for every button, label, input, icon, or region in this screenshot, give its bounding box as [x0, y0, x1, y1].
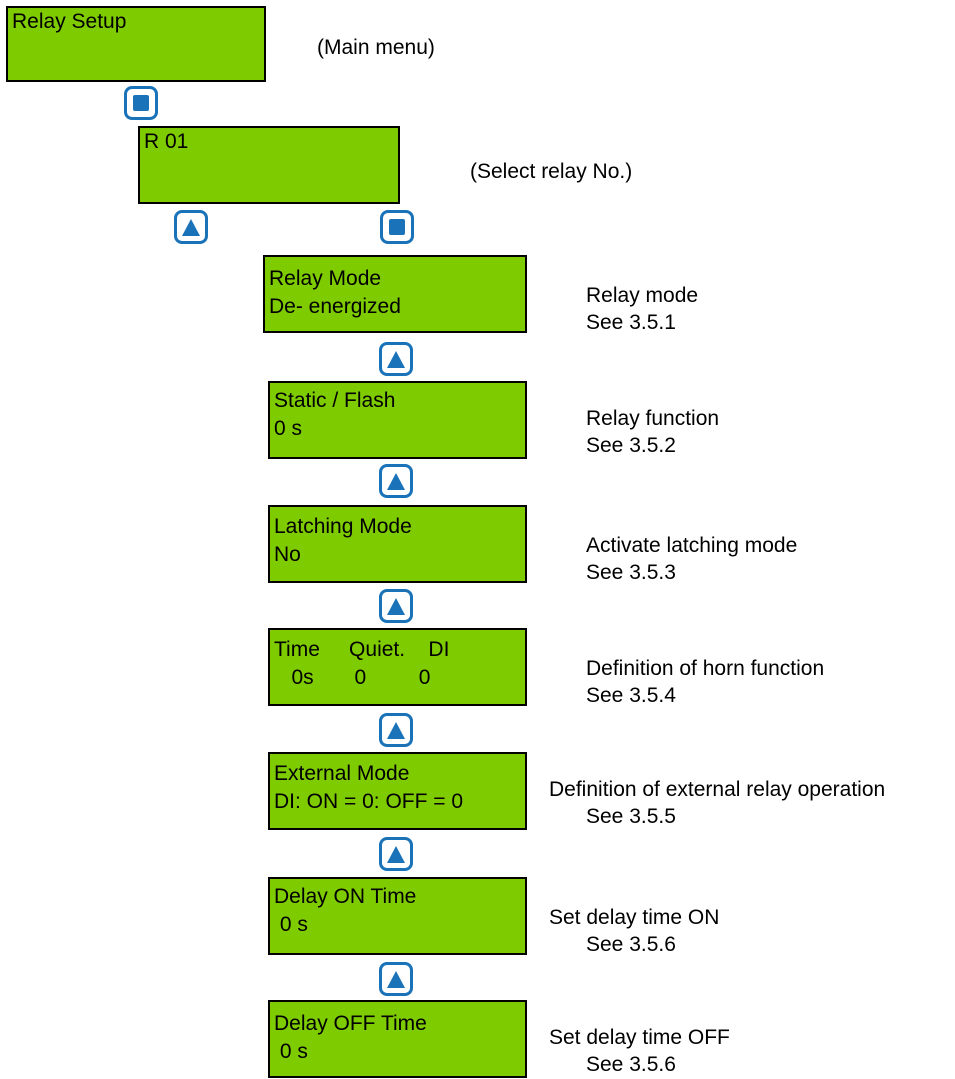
lcd-display-relay-mode: Relay Mode De- energized: [263, 255, 527, 333]
lcd-display-external-mode: External Mode DI: ON = 0: OFF = 0: [268, 752, 527, 830]
lcd-line-1: Time Quiet. DI: [274, 638, 450, 661]
triangle-up-icon: [387, 598, 405, 615]
up-arrow-key-icon[interactable]: [379, 589, 413, 623]
lcd-display-relay-number: R 01: [138, 126, 400, 204]
step-note-title: Set delay time OFF: [549, 1026, 730, 1049]
step-note-reference: See 3.5.4: [586, 684, 676, 707]
lcd-line-2: 0 s: [274, 1040, 308, 1063]
step-note-title: Set delay time ON: [549, 906, 720, 929]
up-arrow-key-icon[interactable]: [174, 210, 208, 244]
triangle-up-icon: [387, 846, 405, 863]
triangle-up-icon: [387, 722, 405, 739]
lcd-display-horn-function: Time Quiet. DI 0s 0 0: [268, 628, 527, 706]
step-note-reference: See 3.5.1: [586, 311, 676, 334]
lcd-line-1: Relay Setup: [12, 10, 127, 33]
triangle-up-icon: [387, 473, 405, 490]
step-note-title: Definition of external relay operation: [549, 778, 886, 801]
enter-key-icon[interactable]: [124, 86, 158, 120]
up-arrow-key-icon[interactable]: [379, 713, 413, 747]
up-arrow-key-icon[interactable]: [379, 962, 413, 996]
square-icon: [389, 219, 405, 235]
step-note-title: Definition of horn function: [586, 657, 825, 680]
lcd-line-1: Delay OFF Time: [274, 1012, 427, 1035]
enter-key-icon[interactable]: [380, 210, 414, 244]
step-note-title: Activate latching mode: [586, 534, 798, 557]
lcd-display-latching-mode: Latching Mode No: [268, 505, 527, 583]
main-menu-note: (Main menu): [317, 36, 435, 59]
lcd-line-2: 0s 0 0: [274, 666, 431, 689]
lcd-line-1: Delay ON Time: [274, 885, 417, 908]
lcd-line-2: 0 s: [274, 913, 308, 936]
lcd-line-1: R 01: [144, 130, 189, 153]
step-note-reference: See 3.5.3: [586, 561, 676, 584]
step-note-reference: See 3.5.6: [586, 1053, 676, 1076]
up-arrow-key-icon[interactable]: [379, 342, 413, 376]
up-arrow-key-icon[interactable]: [379, 837, 413, 871]
triangle-up-icon: [387, 351, 405, 368]
lcd-display-relay-setup: Relay Setup: [6, 6, 266, 82]
step-note-reference: See 3.5.6: [586, 933, 676, 956]
step-note-reference: See 3.5.5: [586, 805, 676, 828]
up-arrow-key-icon[interactable]: [379, 464, 413, 498]
select-relay-note: (Select relay No.): [470, 160, 633, 183]
lcd-line-1: Relay Mode: [269, 267, 382, 290]
lcd-display-static-flash: Static / Flash 0 s: [268, 381, 527, 459]
lcd-line-2: 0 s: [274, 417, 303, 440]
square-icon: [133, 95, 149, 111]
lcd-display-delay-on-time: Delay ON Time 0 s: [268, 877, 527, 955]
step-note-title: Relay mode: [586, 284, 699, 307]
step-note-title: Relay function: [586, 407, 720, 430]
triangle-up-icon: [182, 219, 200, 236]
triangle-up-icon: [387, 971, 405, 988]
lcd-line-1: External Mode: [274, 762, 410, 785]
lcd-line-1: Static / Flash: [274, 389, 396, 412]
lcd-line-1: Latching Mode: [274, 515, 412, 538]
step-note-reference: See 3.5.2: [586, 434, 676, 457]
lcd-line-2: DI: ON = 0: OFF = 0: [274, 790, 464, 813]
lcd-display-delay-off-time: Delay OFF Time 0 s: [268, 1000, 527, 1078]
lcd-line-2: De- energized: [269, 295, 401, 318]
lcd-line-2: No: [274, 543, 301, 566]
